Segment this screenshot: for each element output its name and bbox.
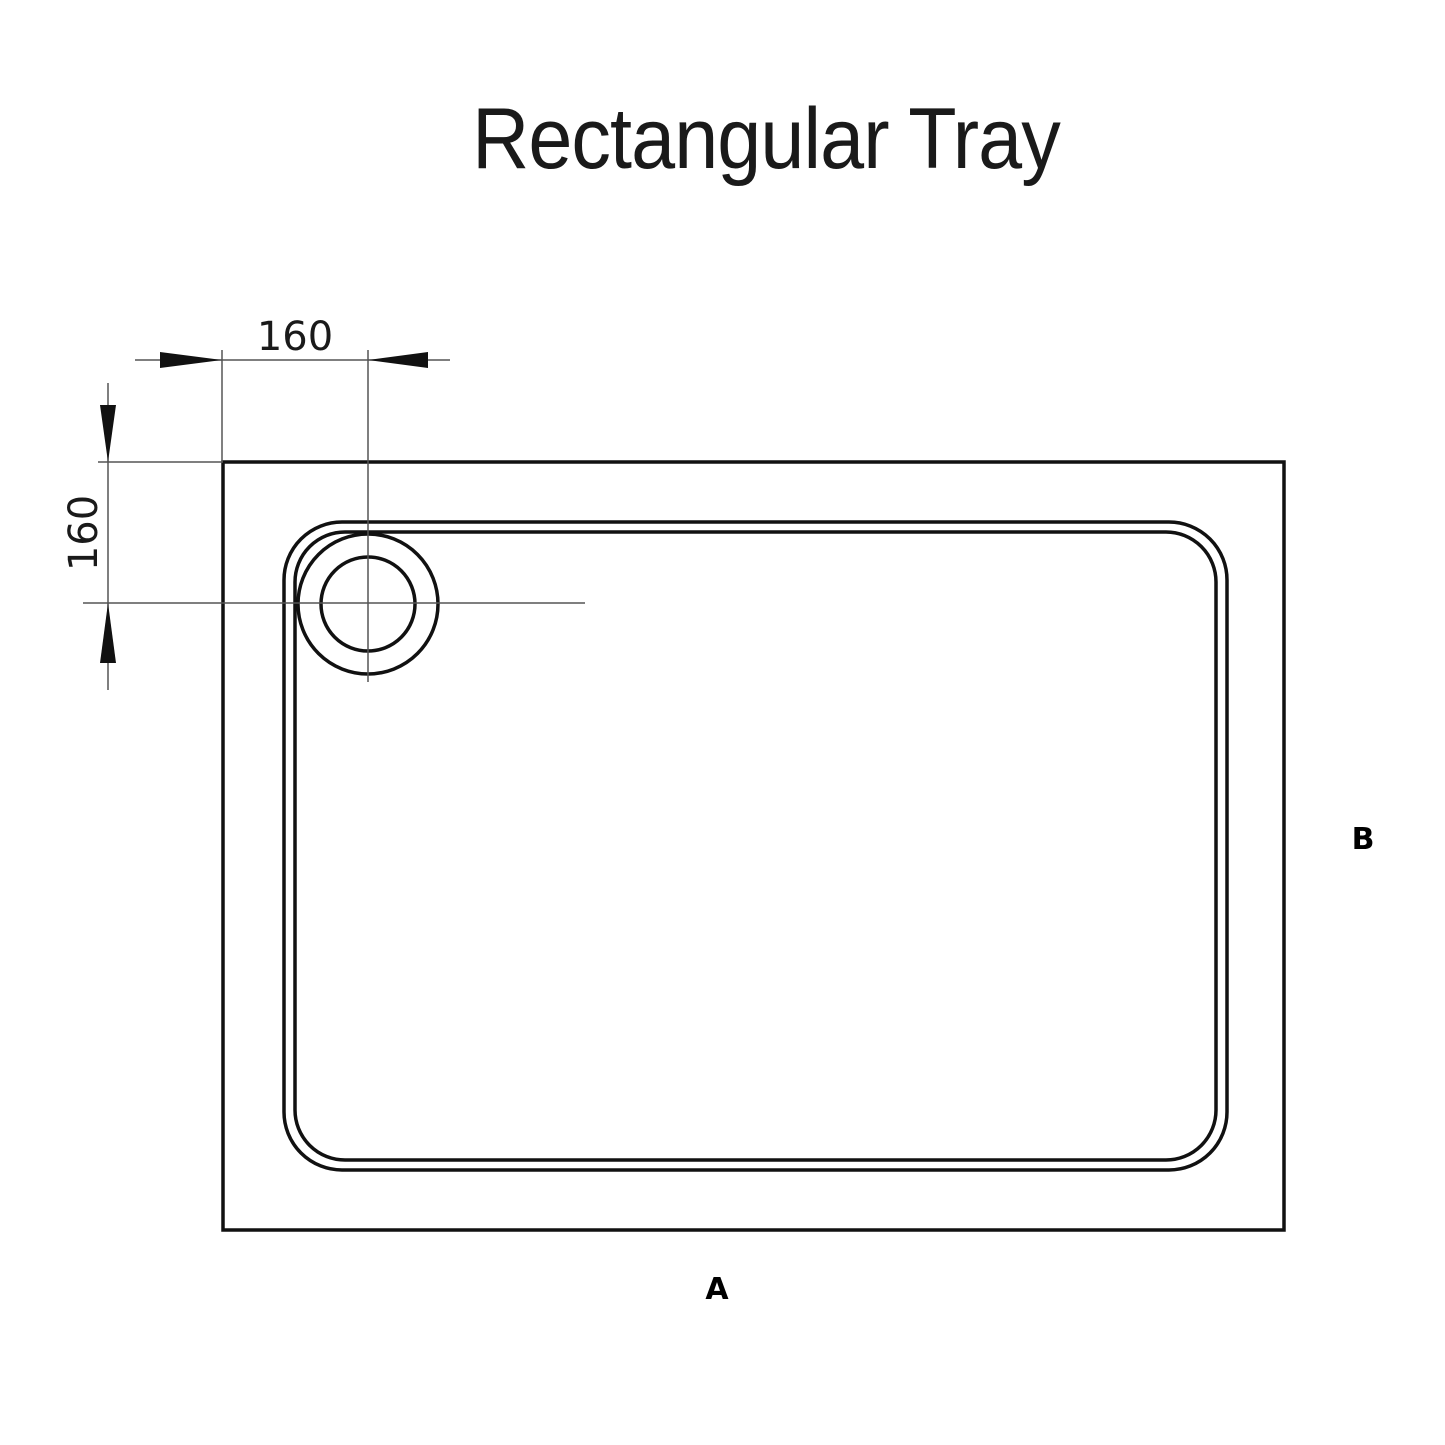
tray-outer-outline [221,460,1286,1232]
vertical-dimension-value: 160 [61,495,107,571]
width-label: A [705,1272,729,1307]
arrow-down-icon [100,405,116,462]
horizontal-dimension-value: 160 [257,314,333,360]
diagram-title: Rectangular Tray [472,91,1061,187]
length-label: B [1352,822,1375,857]
arrow-right-icon [160,352,222,368]
basin-inner-edge [293,530,1218,1162]
arrow-up-icon [100,603,116,663]
vertical-dimension: 160 [61,383,223,690]
basin-outer-edge [282,520,1229,1172]
horizontal-dimension: 160 [135,314,450,462]
arrow-left-icon [368,352,428,368]
